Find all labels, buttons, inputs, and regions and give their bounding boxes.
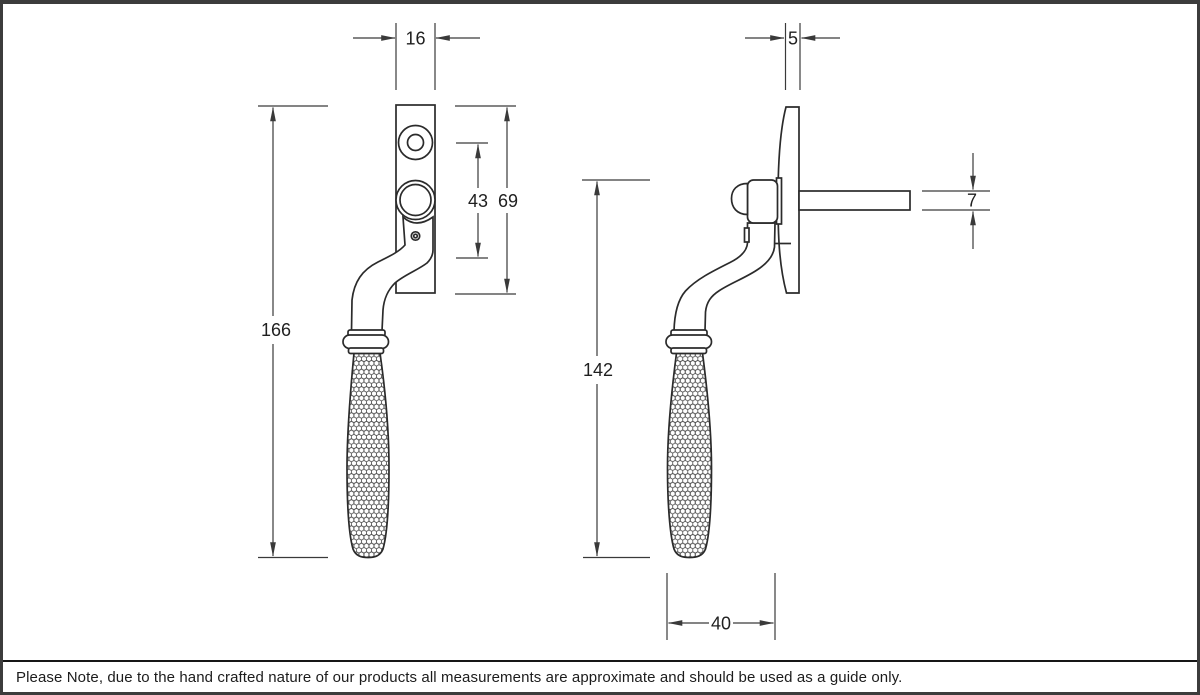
dim-side-height-label: 142 [583,360,613,380]
dim-plate-height-label: 69 [498,191,518,211]
dim-plate-thickness: 5 [745,23,840,90]
knob-side [746,179,779,224]
fixing-screw-outer [410,230,421,242]
fixing-screw-inner [412,233,419,239]
dim-overall-height: 166 [258,105,328,559]
technical-drawing: 16 43 69 166 5 [3,4,1197,660]
neck-tab [743,227,750,243]
spindle-bar [798,190,911,211]
dim-hole-spacing: 43 [456,142,488,259]
handle-arm-side [673,222,776,332]
dim-spindle-thickness-label: 7 [967,191,977,211]
handle-boss-inner [399,183,432,217]
dim-hole-spacing-label: 43 [468,191,488,211]
handle-arm-front [350,214,434,332]
dim-side-height: 142 [582,179,650,559]
dim-projection-label: 40 [711,614,731,634]
dim-overall-height-label: 166 [261,320,291,340]
handle-boss-outer [395,179,436,221]
front-view [342,104,436,559]
knob-thumb-nub [730,182,749,216]
top-fixing-hole-outer [397,124,434,161]
note-bar: Please Note, due to the hand crafted nat… [3,660,1197,692]
hammered-grip-side [666,352,713,559]
dim-plate-width: 16 [353,23,480,90]
dim-spindle-thickness: 7 [922,153,990,249]
collar-front [342,329,390,355]
side-view [665,106,911,559]
note-text: Please Note, due to the hand crafted nat… [16,668,903,686]
dim-projection: 40 [666,573,776,640]
top-fixing-hole-inner [406,133,425,152]
dim-plate-height: 69 [455,105,518,295]
dim-plate-thickness-label: 5 [788,29,798,49]
dim-plate-width-label: 16 [405,29,425,49]
hammered-grip-front [346,352,390,559]
collar-side [665,329,713,355]
